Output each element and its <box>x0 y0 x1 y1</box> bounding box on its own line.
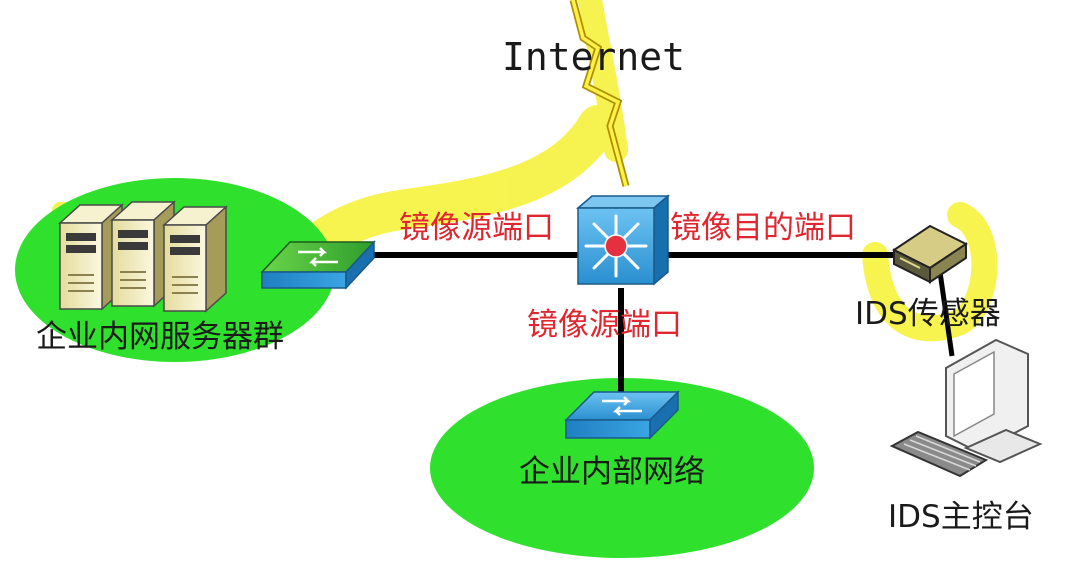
ids-sensor-icon <box>892 224 968 284</box>
server-tower-icon <box>58 200 228 313</box>
network-switch-icon <box>564 390 680 440</box>
server-group-label: 企业内网服务器群 <box>36 319 284 355</box>
mirror-dest-port-label: 镜像目的端口 <box>670 210 856 246</box>
network-links <box>360 252 955 400</box>
keyboard-icon <box>889 430 989 478</box>
ids-sensor-label: IDS传感器 <box>855 296 1001 332</box>
internal-network-label: 企业内部网络 <box>519 454 705 490</box>
mirror-source-port-bottom-label: 镜像源端口 <box>527 307 682 343</box>
monitor-icon <box>945 338 1043 464</box>
internal-network-ellipse <box>430 378 814 558</box>
multilayer-switch-icon <box>575 194 671 286</box>
network-switch-icon <box>260 240 376 290</box>
internet-label: Internet <box>502 35 686 79</box>
link-sensor-to-console <box>937 271 955 357</box>
lightning-bolt-icon <box>569 0 630 187</box>
ids-console-label: IDS主控台 <box>888 499 1034 535</box>
mirror-source-port-left-label: 镜像源端口 <box>399 210 554 246</box>
